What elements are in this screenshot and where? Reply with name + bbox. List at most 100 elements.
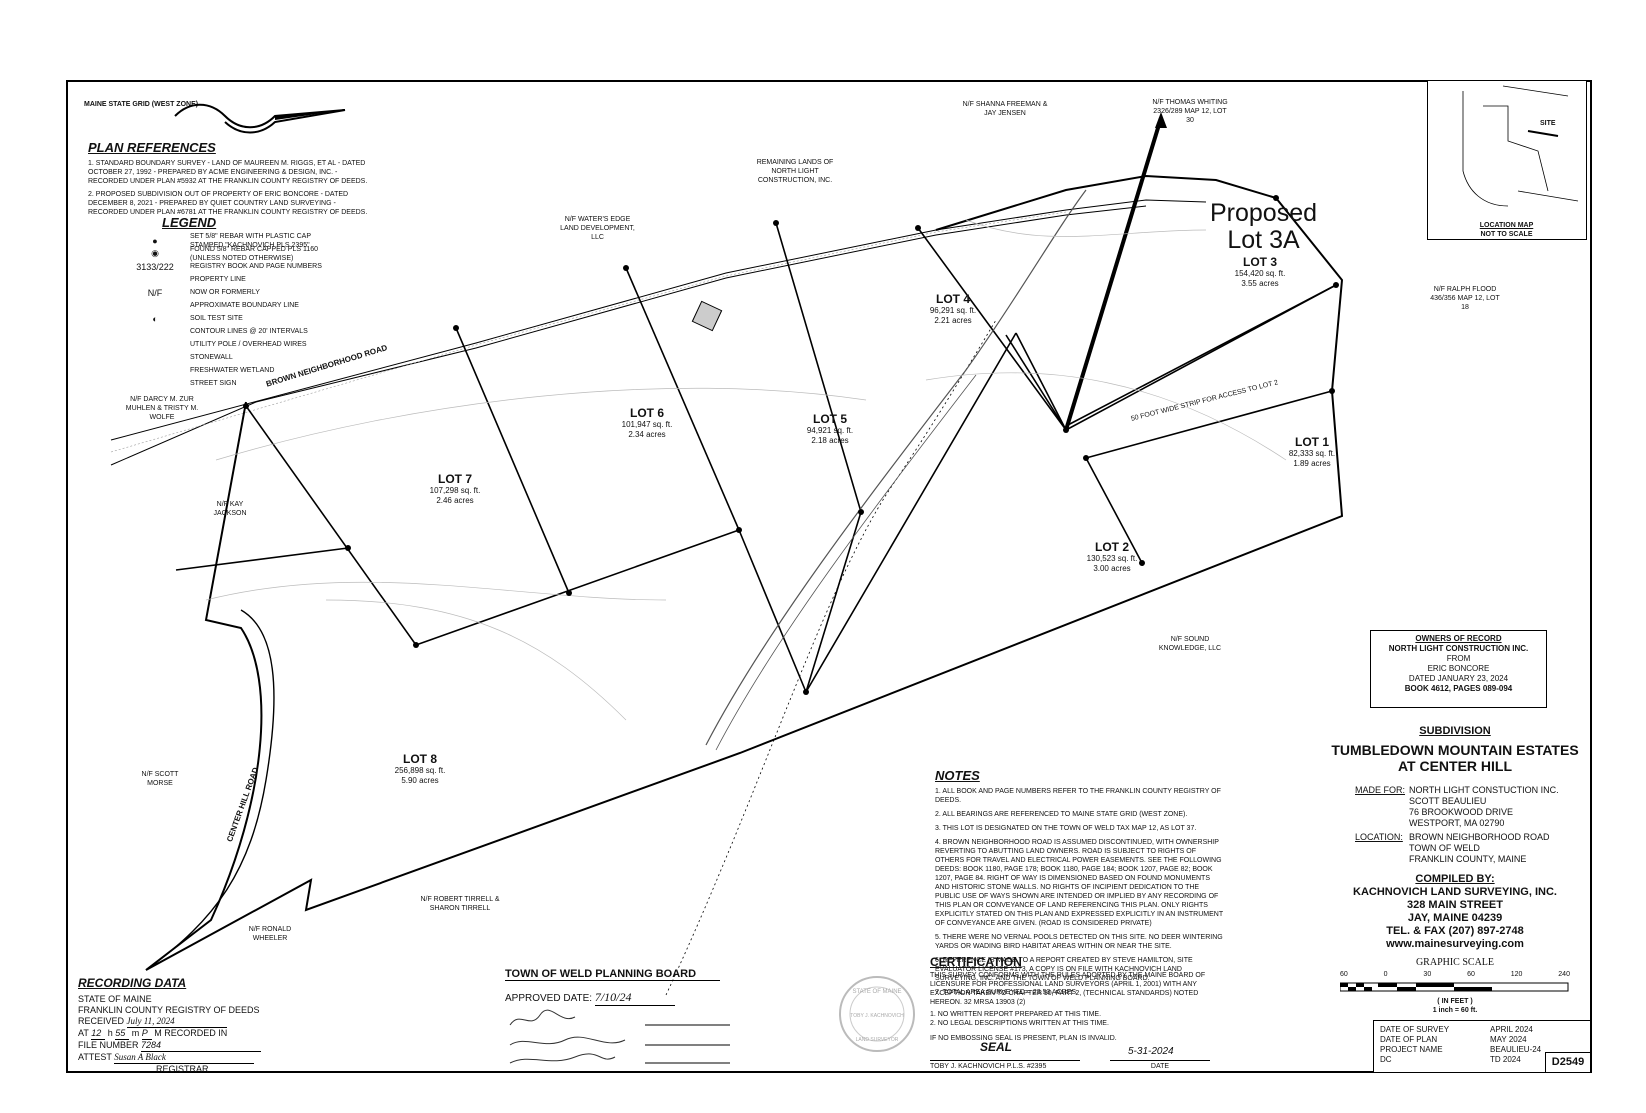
stream-bank [715, 374, 977, 751]
legend-row: ◉FOUND 5/8" REBAR CAPPED PLS 1160 (UNLES… [120, 245, 350, 262]
abutter-morse: N/F SCOTT MORSE [141, 771, 179, 787]
recording-registry: FRANKLIN COUNTY REGISTRY OF DEEDS [78, 1005, 260, 1015]
lot-name: LOT 8 [402, 752, 437, 766]
parcel-boundary [145, 174, 1344, 971]
location-map: SITE LOCATION MAP NOT TO SCALE [1427, 80, 1587, 240]
embossed-seal-icon: STATE OF MAINE TOBY J. KACHNOVICH LAND S… [839, 976, 915, 1052]
signer-name: TOBY J. KACHNOVICH P.L.S. #2395 [930, 1060, 1080, 1071]
file-value: 7284 [141, 1040, 262, 1052]
legend-symbol: N/F [147, 287, 163, 298]
title-block: SUBDIVISION TUMBLEDOWN MOUNTAIN ESTATES … [1320, 725, 1590, 774]
existing-building [691, 300, 723, 332]
abutter-waters-edge: N/F WATER'S EDGE LAND DEVELOPMENT, LLC [560, 216, 635, 241]
legend-label: APPROXIMATE BOUNDARY LINE [190, 302, 299, 309]
lot-acres: 3.55 acres [1241, 279, 1279, 288]
date-label: DATE OF SURVEY [1380, 1025, 1450, 1034]
plan-references: PLAN REFERENCES 1. STANDARD BOUNDARY SUR… [88, 140, 368, 217]
made-for-line: SCOTT BEAULIEU [1409, 796, 1487, 806]
legend-row: FRESHWATER WETLAND [120, 364, 350, 377]
attest-value: Susan A Black [114, 1052, 255, 1064]
at-hour: 12 [91, 1028, 106, 1040]
legend-row: CONTOUR LINES @ 20' INTERVALS [120, 325, 350, 338]
planning-heading: TOWN OF WELD PLANNING BOARD [505, 968, 720, 981]
compiled-label: COMPILED BY: [1415, 873, 1495, 885]
certification: CERTIFICATION THIS SURVEY CONFORMS WITH … [930, 955, 1215, 1043]
at-label: AT [78, 1028, 89, 1038]
date-value: BEAULIEU-24 [1490, 1045, 1542, 1054]
scale-bar [1339, 982, 1569, 992]
abutter-jackson: N/F KAY JACKSON [213, 501, 247, 517]
made-for-line: NORTH LIGHT CONSTUCTION INC. [1409, 785, 1559, 795]
lot-acres: 2.21 acres [934, 316, 972, 325]
scale-tick: 60 [1340, 971, 1348, 978]
abutter-wheeler: N/F RONALD WHEELER [248, 926, 292, 942]
site-plan [110, 112, 1344, 996]
lot-acres: 1.89 acres [1293, 459, 1331, 468]
date-value: TD 2024 [1490, 1055, 1521, 1064]
drawing-border [66, 80, 1592, 1073]
certification-item-2: 2. NO LEGAL DESCRIPTIONS WRITTEN AT THIS… [930, 1020, 1109, 1027]
stream-line [705, 189, 1087, 746]
legend: LEGEND ●SET 5/8" REBAR WITH PLASTIC CAP … [120, 215, 350, 390]
legend-row: ● SET 5/8" REBAR WITH PLASTIC CAP STAMPED… [120, 232, 350, 249]
legend-row: STREET SIGN [120, 377, 350, 390]
legend-label: REGISTRY BOOK AND PAGE NUMBERS [190, 263, 322, 270]
grid-label: MAINE STATE GRID (WEST ZONE) [84, 101, 199, 108]
cert-date-value: 5-31-2024 [1128, 1046, 1174, 1057]
location-label: LOCATION: [1355, 832, 1403, 842]
abutter-tirrell: N/F ROBERT TIRRELL & SHARON TIRRELL [420, 896, 500, 912]
lot-name: LOT 2 [1094, 540, 1129, 554]
legend-label: SET 5/8" REBAR WITH PLASTIC CAP STAMPED … [190, 232, 311, 249]
note-item: 3. THIS LOT IS DESIGNATED ON THE TOWN OF… [935, 825, 1197, 832]
lot-sqft: 256,898 sq. ft. [394, 766, 446, 775]
lot-sqft: 96,291 sq. ft. [929, 306, 977, 315]
legend-row: PROPERTY LINE [120, 273, 350, 286]
note-item: 4. BROWN NEIGHBORHOOD ROAD IS ASSUMED DI… [935, 839, 1223, 927]
legend-label: FRESHWATER WETLAND [190, 367, 275, 374]
at-meridian: P [141, 1028, 152, 1040]
lot-sqft: 154,420 sq. ft. [1234, 269, 1286, 278]
legend-label: FOUND 5/8" REBAR CAPPED PLS 1160 (UNLESS… [190, 245, 319, 262]
made-for-line: 76 BROOKWOOD DRIVE [1409, 807, 1514, 817]
proposed-arrow-icon [1155, 112, 1167, 128]
north-arrow-icon [174, 103, 346, 134]
file-label: FILE NUMBER [78, 1040, 139, 1050]
boundary-monuments [243, 195, 1339, 695]
owners-name: NORTH LIGHT CONSTRUCTION INC. [1388, 644, 1529, 653]
legend-symbol: ● [152, 235, 158, 246]
scale-tick: 240 [1558, 971, 1570, 978]
contour-lines [205, 219, 1287, 721]
plan-reference-1: 1. STANDARD BOUNDARY SURVEY - LAND OF MA… [88, 160, 368, 185]
compiled-line: 328 MAIN STREET [1407, 899, 1503, 911]
plan-reference-2: 2. PROPOSED SUBDIVISION OUT OF PROPERTY … [88, 191, 368, 216]
recording-heading: RECORDING DATA [78, 976, 187, 990]
certification-emboss: IF NO EMBOSSING SEAL IS PRESENT, PLAN IS… [930, 1035, 1117, 1042]
legend-row: APPROXIMATE BOUNDARY LINE [120, 299, 350, 312]
legend-label: STONEWALL [190, 354, 233, 361]
attest-label: ATTEST [78, 1052, 112, 1062]
proposed-line1: Proposed [1210, 199, 1318, 227]
date-value: APRIL 2024 [1490, 1025, 1533, 1034]
location-map-label: LOCATION MAP [1479, 222, 1534, 229]
lot-name: LOT 3 [1242, 255, 1277, 269]
plan-references-heading: PLAN REFERENCES [88, 140, 216, 155]
owners-of-record: OWNERS OF RECORD NORTH LIGHT CONSTRUCTIO… [1370, 630, 1547, 708]
note-item: 6. REFERENCE IS MADE TO A REPORT CREATED… [935, 957, 1193, 982]
made-for-line: WESTPORT, MA 02790 [1409, 818, 1505, 828]
abutter-sound: N/F SOUND KNOWLEDGE, LLC [1158, 636, 1222, 652]
location-site-label: SITE [1540, 120, 1556, 127]
at-minute: 55 [115, 1028, 130, 1040]
legend-symbol: ◐ [152, 313, 158, 324]
abutter-darcy: N/F DARCY M. ZUR MUHLEN & TRISTY M. WOLF… [125, 396, 199, 421]
note-item: 5. THERE WERE NO VERNAL POOLS DETECTED O… [935, 934, 1223, 950]
lot-name: LOT 1 [1294, 435, 1329, 449]
